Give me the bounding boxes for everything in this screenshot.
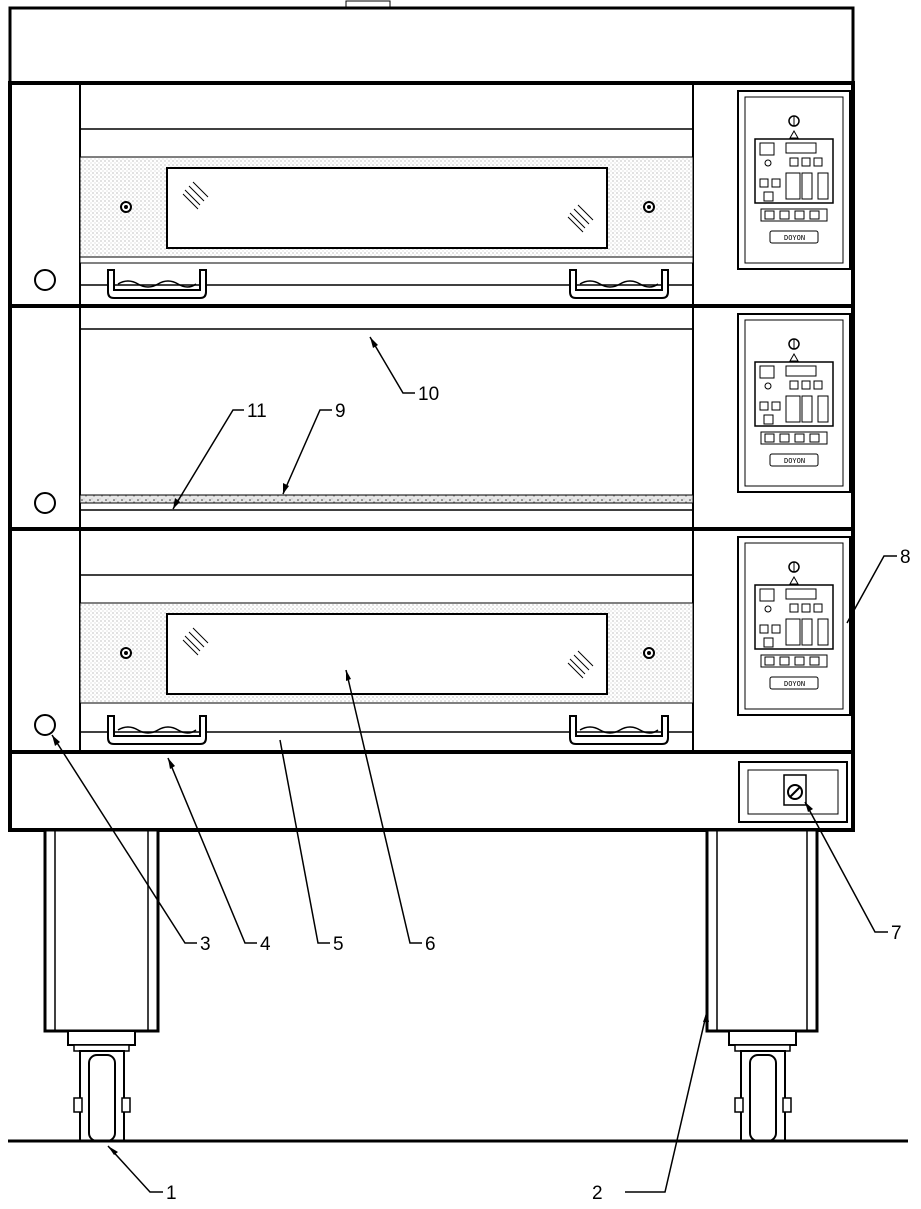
callout-8: 8 <box>900 547 911 568</box>
baking-stone <box>79 494 694 504</box>
caster-left <box>67 1030 136 1142</box>
control-panel: DOYON <box>737 90 851 270</box>
callout-3: 3 <box>200 934 211 955</box>
leg-right <box>705 828 819 1033</box>
control-panel: DOYON <box>737 536 851 716</box>
callout-11: 11 <box>247 401 267 422</box>
door-window <box>166 613 608 695</box>
callout-10: 10 <box>418 384 439 405</box>
callout-7: 7 <box>891 923 902 944</box>
caster-right <box>728 1030 797 1142</box>
power-switch <box>738 761 848 823</box>
top-hood <box>8 0 855 85</box>
callout-4: 4 <box>260 934 271 955</box>
control-panel: DOYON <box>737 313 851 493</box>
callout-2: 2 <box>592 1183 603 1204</box>
leg-left <box>43 828 160 1033</box>
callout-6: 6 <box>425 934 436 955</box>
light-button <box>34 269 56 291</box>
deck-2 <box>34 328 694 514</box>
callout-1: 1 <box>166 1183 177 1204</box>
light-button <box>34 714 56 736</box>
deck-3 <box>34 574 694 745</box>
callout-5: 5 <box>333 934 344 955</box>
deck-1 <box>34 128 694 299</box>
door-window <box>166 167 608 249</box>
brand-label: DOYON <box>784 457 805 465</box>
callout-arrowheads <box>52 337 813 1155</box>
light-button <box>34 492 56 514</box>
brand-label: DOYON <box>784 234 805 242</box>
brand-label: DOYON <box>784 680 805 688</box>
callout-9: 9 <box>335 401 346 422</box>
